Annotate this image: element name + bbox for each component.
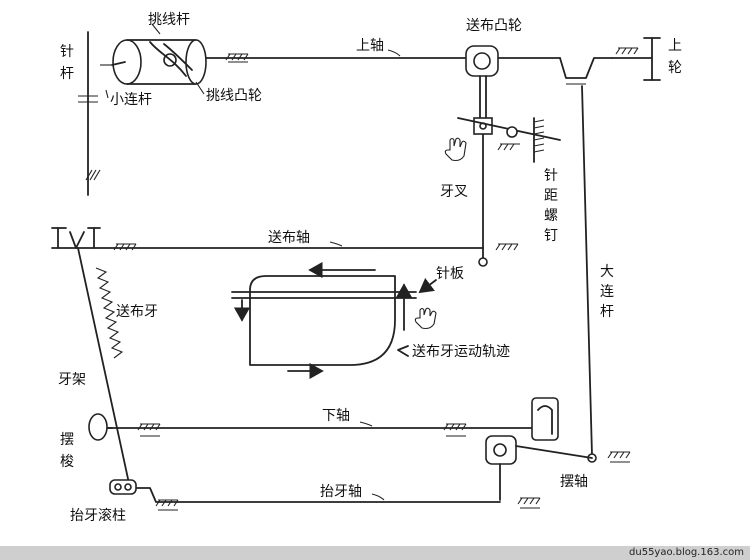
lift-shaft (129, 487, 501, 503)
footer-bar: du55yao.blog.163.com (0, 546, 750, 560)
label-shuttle-2: 梭 (60, 453, 74, 470)
label-upper-wheel-2: 轮 (668, 60, 682, 76)
label-thread-take-up-lever: 挑线杆 (148, 12, 190, 28)
label-shuttle-1: 摆 (60, 432, 74, 448)
label-feed-dog: 送布牙 (116, 304, 158, 320)
label-stitch-length-screw-2: 距 (544, 188, 558, 204)
label-feed-fork: 牙叉 (440, 184, 468, 200)
label-thread-take-up-cam: 挑线凸轮 (206, 88, 262, 104)
label-needle-bar-2: 杆 (60, 66, 74, 82)
watermark: du55yao.blog.163.com (629, 547, 744, 558)
upper-shaft (205, 57, 653, 85)
upper-wheel (643, 37, 661, 81)
label-feed-bar: 牙架 (58, 372, 86, 388)
label-stitch-length-screw-4: 钉 (544, 228, 558, 244)
frame-supports (113, 47, 639, 511)
label-rock-shaft: 摆轴 (560, 474, 588, 490)
feed-bar (77, 247, 131, 489)
label-leaders (105, 23, 401, 501)
label-lift-roller: 抬牙滚柱 (70, 507, 126, 524)
feed-cam (465, 45, 499, 77)
label-upper-shaft: 上轴 (356, 38, 384, 54)
lower-shaft (88, 413, 539, 441)
hand-cursor-icon (444, 137, 467, 162)
big-connecting-rod (581, 85, 597, 463)
feed-dog-motion-path (233, 261, 437, 380)
label-lower-shaft: 下轴 (322, 408, 350, 424)
label-needle-bar-1: 针 (60, 44, 74, 60)
needle-plate (231, 291, 417, 299)
label-upper-wheel-1: 上 (668, 38, 682, 54)
feed-fork (473, 75, 493, 249)
label-stitch-length-screw-1: 针 (544, 168, 558, 184)
label-stitch-length-screw-3: 螺 (544, 208, 558, 224)
label-big-connecting-rod-2: 连 (600, 284, 614, 300)
label-big-connecting-rod-3: 杆 (600, 304, 614, 320)
lift-roller (109, 479, 137, 495)
label-feed-shaft: 送布轴 (268, 230, 310, 246)
thread-take-up-cam (111, 39, 207, 85)
label-lift-shaft: 抬牙轴 (320, 484, 362, 500)
stitch-length-adjuster (457, 117, 561, 163)
feed-shaft (51, 227, 488, 267)
needle-bar (78, 31, 112, 196)
label-big-connecting-rod-1: 大 (600, 264, 614, 280)
label-small-connecting-rod: 小连杆 (110, 92, 152, 108)
hand-cursor-icon (414, 307, 437, 330)
label-needle-plate: 针板 (436, 266, 464, 282)
label-feed-cam: 送布凸轮 (466, 18, 522, 34)
lower-gearbox (485, 397, 593, 501)
label-feed-dog-motion-path: 送布牙运动轨迹 (412, 344, 510, 360)
